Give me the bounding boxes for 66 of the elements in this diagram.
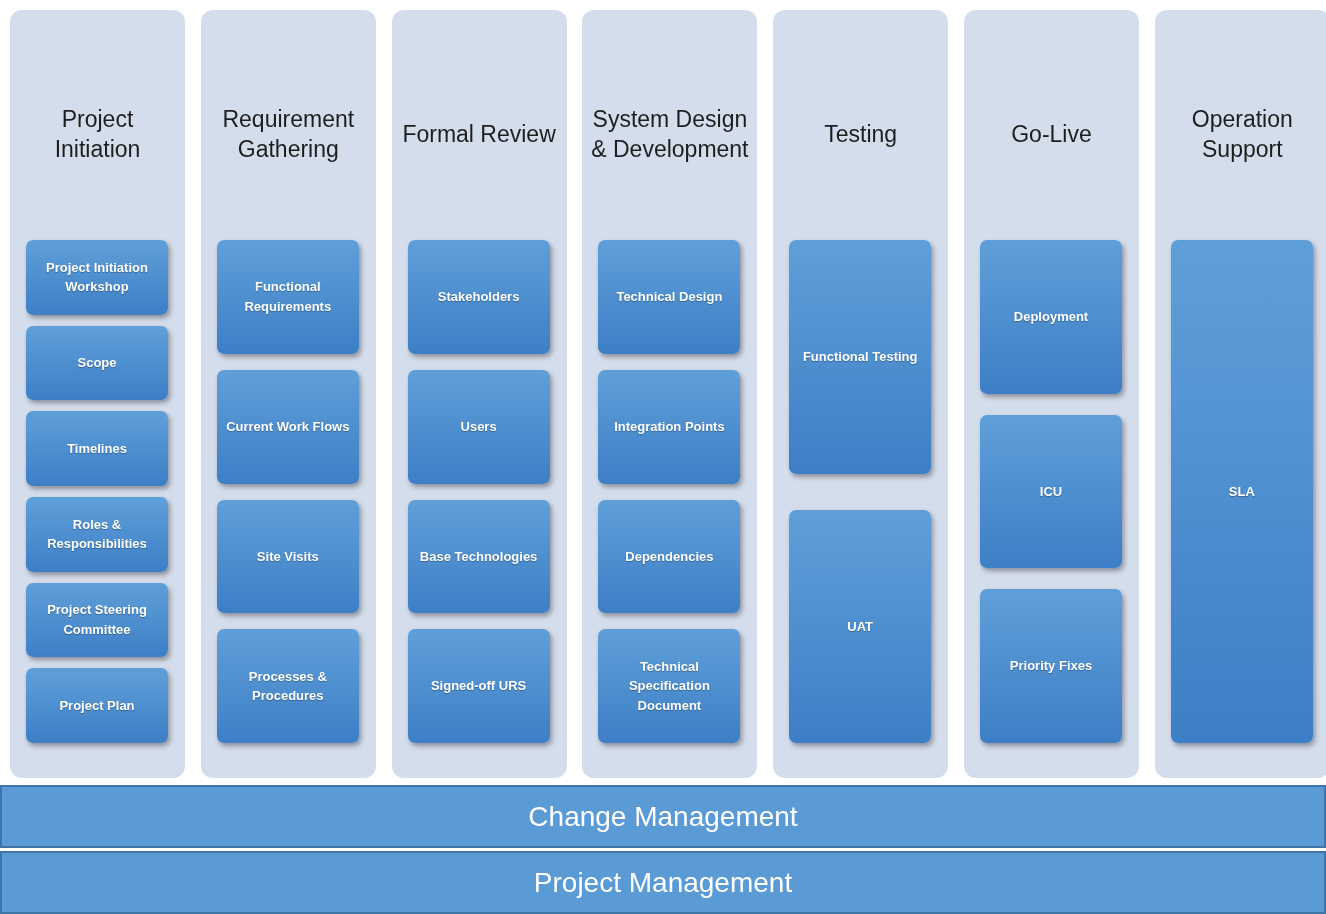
step-label: Integration Points — [614, 417, 725, 436]
step-label: Functional Requirements — [243, 278, 333, 316]
step-label: Signed-off URS — [430, 677, 527, 696]
step-label: Deployment — [1013, 308, 1089, 327]
phase-band — [0, 851, 1326, 914]
column-panel — [391, 10, 567, 778]
column-panel — [200, 10, 376, 778]
column-panel — [964, 10, 1139, 778]
step-box — [216, 369, 359, 484]
step-box — [216, 629, 359, 743]
step-box — [789, 240, 932, 474]
column-heading: Go-Live — [1010, 120, 1093, 150]
step-box — [1170, 240, 1313, 743]
step-box — [598, 499, 741, 614]
step-box — [980, 414, 1122, 569]
step-label: Base Technologies — [419, 547, 538, 566]
step-box — [598, 629, 741, 743]
column-heading: Requirement Gathering — [221, 105, 356, 164]
phase-band — [0, 785, 1326, 848]
step-label: Project Initiation Workshop — [45, 258, 149, 297]
step-label: Stakeholders — [437, 288, 520, 307]
column-heading: System Design & Development — [590, 105, 750, 164]
step-box — [26, 497, 168, 572]
step-label: Technical Specification Document — [627, 657, 711, 715]
step-box — [216, 240, 359, 354]
step-box — [598, 369, 741, 484]
step-box — [26, 582, 168, 658]
step-box — [26, 325, 168, 401]
step-label: Roles & Responsibilities — [46, 515, 148, 554]
step-label: UAT — [847, 617, 874, 636]
step-box — [407, 240, 550, 354]
step-box — [980, 589, 1122, 743]
step-label: Users — [460, 417, 497, 436]
column-heading: Testing — [823, 120, 899, 150]
column-panel — [773, 10, 949, 778]
step-box — [26, 668, 168, 743]
step-box — [407, 369, 550, 484]
step-box — [789, 509, 932, 743]
step-label: Project Steering Committee — [46, 601, 148, 639]
step-box — [26, 411, 168, 486]
step-label: ICU — [1039, 482, 1063, 501]
step-label: Processes & Procedures — [247, 667, 328, 706]
step-box — [407, 629, 550, 743]
column-heading: Project Initiation — [53, 105, 142, 164]
column-panel — [582, 10, 758, 778]
band-label: Project Management — [533, 866, 793, 899]
step-label: SLA — [1228, 482, 1255, 501]
step-label: Scope — [77, 354, 117, 373]
step-label: Current Work Flows — [226, 417, 350, 436]
step-box — [980, 240, 1122, 394]
step-label: Priority Fixes — [1009, 657, 1093, 676]
step-label: Site Visits — [256, 547, 319, 566]
column-panel — [10, 10, 185, 778]
step-box — [26, 240, 168, 315]
band-label: Change Management — [528, 800, 798, 833]
step-box — [598, 240, 741, 354]
step-label: Project Plan — [59, 696, 135, 715]
column-panel — [1154, 10, 1326, 778]
step-label: Dependencies — [625, 547, 714, 566]
step-label: Timelines — [67, 439, 127, 458]
column-heading: Operation Support — [1190, 105, 1294, 164]
step-label: Functional Testing — [802, 348, 918, 366]
step-label: Technical Design — [616, 288, 723, 307]
column-heading: Formal Review — [401, 120, 557, 150]
step-box — [216, 499, 359, 614]
step-box — [407, 499, 550, 614]
